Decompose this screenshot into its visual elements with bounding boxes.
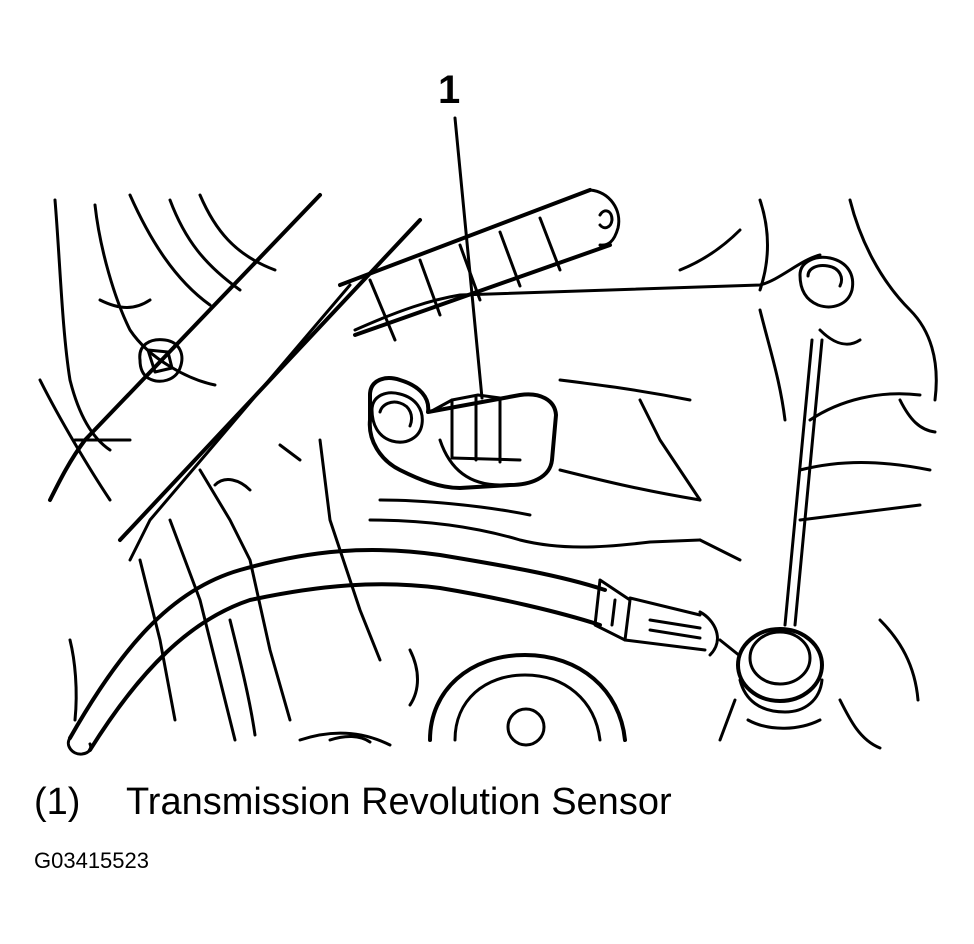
left-housing <box>38 193 277 502</box>
transmission-case <box>353 198 938 562</box>
revolution-sensor <box>367 376 558 490</box>
wiring-harness <box>66 548 747 756</box>
caption-number: (1) <box>34 781 81 823</box>
right-leader-rod <box>783 338 824 627</box>
callout-number-1: 1 <box>438 68 461 112</box>
right-bolt <box>758 255 862 422</box>
left-bolt <box>138 338 184 383</box>
figure-id: G03415523 <box>34 848 149 873</box>
lower-details <box>68 618 920 750</box>
figure-caption: (1) Transmission Revolution Sensor <box>34 781 672 824</box>
bottom-gear <box>298 648 627 747</box>
callout-leader <box>453 116 484 400</box>
terminal-connector <box>718 627 824 742</box>
caption-label: Transmission Revolution Sensor <box>126 781 672 823</box>
